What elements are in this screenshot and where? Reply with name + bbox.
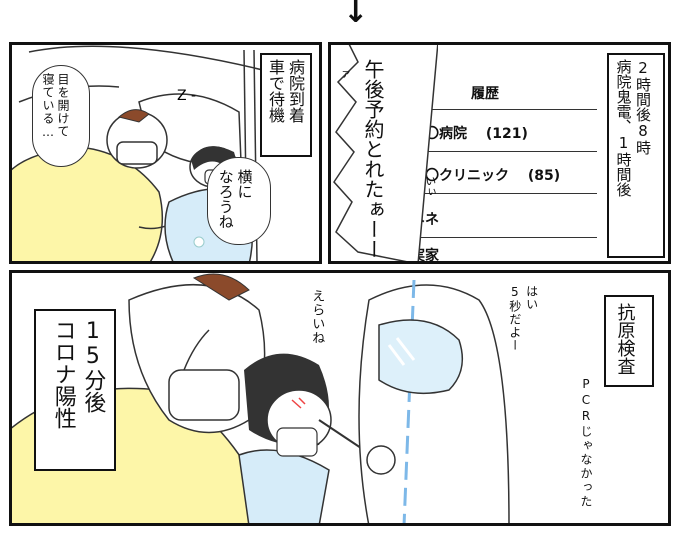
- sign-result: [34, 309, 116, 471]
- history-item-clinic[interactable]: 〇〇クリニック (85): [411, 168, 561, 184]
- fx-iii: いぃ: [423, 175, 437, 197]
- narration-text: 目を開けて寝ている…: [41, 73, 70, 140]
- zzz-text: Z -: [177, 88, 196, 104]
- panel-3-art: [12, 273, 510, 523]
- speech-lie-text: 横になろうね: [216, 169, 254, 229]
- caption-time-text: 2時間後8時病院鬼電、1時間後: [614, 59, 653, 197]
- doctor-ppe: [358, 284, 510, 523]
- caption-antigen-text: 抗原検査: [614, 303, 636, 375]
- sign-arrived: [260, 53, 312, 157]
- fx-left: ァ: [341, 69, 351, 80]
- down-arrow: ↓: [343, 0, 369, 30]
- history-title: 履歴: [471, 86, 499, 102]
- panel-2: 履歴 〇〇病院 (121) 〇〇クリニック (85) ネネ 実家 午後予約とれた…: [328, 42, 671, 264]
- sign-result-text: 15分後コロナ陽性: [50, 319, 106, 429]
- narration-bubble: [32, 65, 90, 167]
- shout-text: 午後予約とれたぁーー: [361, 59, 385, 259]
- doctor-visor: [378, 319, 464, 395]
- shout-bubble: [333, 45, 438, 261]
- note-pcr: PCRじゃなかった: [579, 377, 593, 509]
- caption-time: [607, 53, 665, 258]
- speech-bubble-lie: [207, 157, 271, 245]
- sign-arrived-text: 病院到着車で待機: [266, 59, 305, 123]
- panel-1: Z - 目を開けて寝ている… 病院到着車で待機 横になろうね: [9, 42, 322, 264]
- speech-praise: えらいね: [309, 289, 325, 345]
- caption-antigen: [604, 295, 654, 387]
